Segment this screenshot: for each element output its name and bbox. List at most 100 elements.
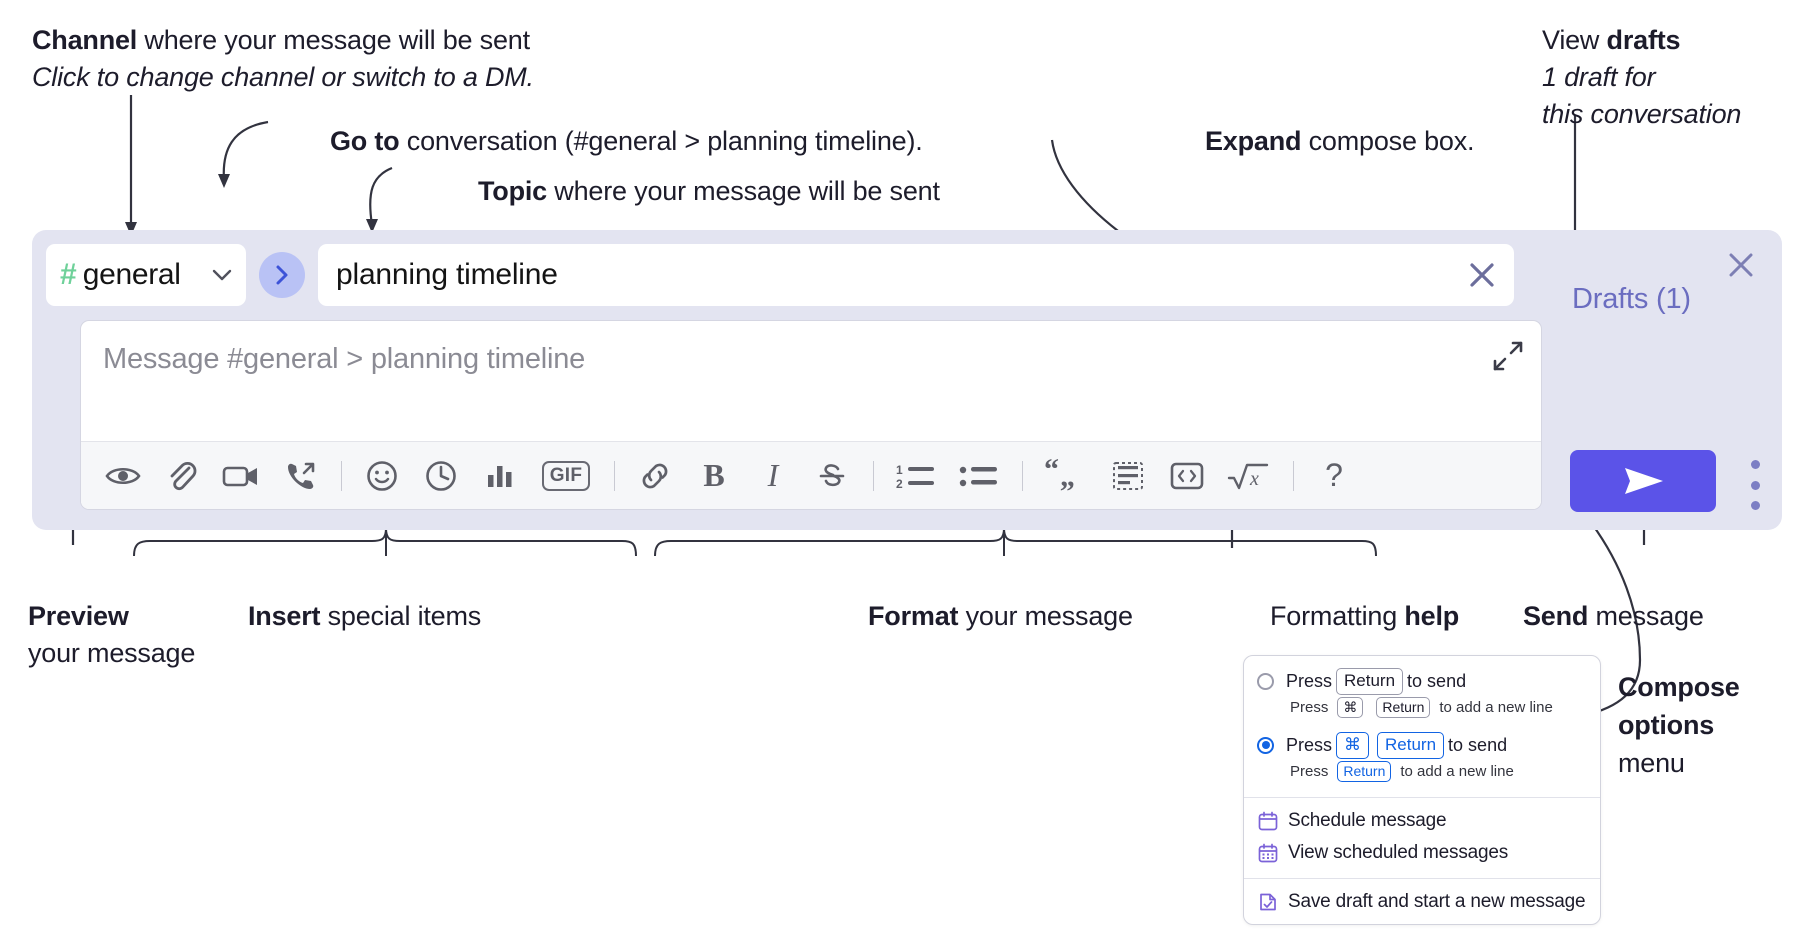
bar-chart-icon[interactable]: [476, 452, 524, 500]
close-icon[interactable]: [1466, 259, 1498, 291]
annotation-send-rest: message: [1588, 601, 1704, 631]
smiley-icon: [367, 460, 397, 491]
annotation-goto: Go to conversation (#general > planning …: [330, 123, 923, 160]
svg-text:2: 2: [896, 477, 903, 491]
menu-radio-cmd-subtext: Press Return to add a new line: [1244, 759, 1600, 788]
radio-cmd-prefix: Press: [1286, 734, 1333, 755]
kbd-return: Return: [1337, 760, 1392, 782]
kebab-dot: [1750, 480, 1760, 490]
compose-panel: # general planning timeline Message #gen…: [32, 230, 1782, 530]
annotation-format: Format your message: [868, 598, 1133, 635]
paperclip-icon: [170, 461, 197, 490]
expand-compose-button[interactable]: [1491, 339, 1525, 373]
emoji-icon[interactable]: [358, 452, 406, 500]
message-compose-box[interactable]: Message #general > planning timeline: [80, 320, 1542, 510]
topic-value: planning timeline: [336, 258, 558, 291]
annotation-topic: Topic where your message will be sent: [478, 173, 940, 210]
kbd-return: Return: [1336, 668, 1404, 695]
annotation-help-bold: help: [1404, 601, 1460, 631]
panel-close-button[interactable]: [1724, 248, 1758, 282]
bold-label: B: [703, 457, 725, 493]
menu-item-label: Save draft and start a new message: [1288, 890, 1586, 912]
chevron-down-icon: [212, 269, 232, 281]
menu-divider: [1244, 877, 1600, 879]
annotation-preview-bold: Preview: [28, 601, 129, 631]
kbd-return: Return: [1376, 696, 1431, 718]
paper-plane-icon: [1625, 468, 1663, 494]
annotation-drafts-plain: View: [1542, 25, 1607, 55]
menu-item-save-draft[interactable]: Save draft and start a new message: [1244, 886, 1600, 918]
annotation-insert-rest: special items: [320, 601, 482, 631]
toolbar-separator: [1293, 460, 1294, 491]
sub-cmd-prefix: Press: [1290, 762, 1329, 780]
svg-text:„: „: [1060, 460, 1075, 493]
channel-name-label: general: [82, 258, 181, 291]
formatting-toolbar: GIF B I: [81, 441, 1541, 509]
gif-label: GIF: [541, 460, 591, 491]
strikethrough-icon[interactable]: [808, 452, 856, 500]
annotation-channel-sub: Click to change channel or switch to a D…: [32, 62, 534, 92]
link-icon[interactable]: [631, 452, 679, 500]
message-input-placeholder: Message #general > planning timeline: [103, 343, 586, 375]
code-block-icon[interactable]: [1104, 452, 1152, 500]
annotation-insert-bold: Insert: [248, 601, 321, 631]
save-draft-icon: [1260, 893, 1276, 911]
chevron-right-icon: [276, 265, 288, 285]
annotation-drafts-sub2: this conversation: [1542, 99, 1742, 129]
gif-icon[interactable]: GIF: [535, 452, 597, 500]
kbd-command: ⌘: [1337, 696, 1364, 718]
bold-icon[interactable]: B: [690, 452, 738, 500]
menu-radio-enter-to-send[interactable]: Press Return to send: [1244, 666, 1600, 695]
svg-text:x: x: [1249, 468, 1259, 490]
help-icon[interactable]: ?: [1310, 452, 1358, 500]
menu-item-view-scheduled[interactable]: View scheduled messages: [1244, 837, 1600, 869]
annotation-topic-bold: Topic: [478, 176, 547, 206]
menu-item-schedule-message[interactable]: Schedule message: [1244, 805, 1600, 837]
annotation-compose-bold2: options: [1618, 710, 1715, 740]
annotation-goto-bold: Go to: [330, 126, 400, 156]
menu-item-label: Schedule message: [1288, 809, 1447, 831]
ordered-list-icon[interactable]: 1 2: [890, 452, 942, 500]
goto-conversation-button[interactable]: [259, 252, 305, 298]
inline-code-icon[interactable]: [1163, 452, 1211, 500]
blockquote-icon[interactable]: “ „: [1039, 452, 1093, 500]
annotation-compose-plain: menu: [1618, 748, 1685, 778]
bulleted-list-icon[interactable]: [953, 452, 1005, 500]
toolbar-separator: [341, 460, 342, 491]
annotation-channel-rest: where your message will be sent: [137, 25, 530, 55]
preview-icon[interactable]: [99, 452, 147, 500]
radio-cmd-suffix: to send: [1448, 734, 1508, 755]
italic-icon[interactable]: I: [749, 452, 797, 500]
radio-button-unselected[interactable]: [1257, 672, 1274, 690]
send-button[interactable]: [1570, 450, 1716, 512]
annotation-preview: Preview your message: [28, 598, 195, 672]
code-brackets-icon: [1170, 462, 1204, 489]
latex-icon[interactable]: x: [1222, 452, 1276, 500]
compose-top-row: # general planning timeline: [46, 244, 1514, 306]
clock-icon[interactable]: [417, 452, 465, 500]
annotation-insert: Insert special items: [248, 598, 481, 635]
annotation-format-rest: your message: [958, 601, 1133, 631]
menu-radio-cmd-enter-to-send[interactable]: Press ⌘ Return to send: [1244, 730, 1600, 759]
drafts-link[interactable]: Drafts (1): [1572, 283, 1691, 315]
compose-options-button[interactable]: [1740, 460, 1770, 510]
calendar-icon: [1258, 811, 1278, 831]
video-icon: [222, 466, 257, 486]
annotation-help-plain: Formatting: [1270, 601, 1405, 631]
toolbar-separator: [1022, 460, 1023, 491]
annotation-channel-bold: Channel: [32, 25, 138, 55]
phone-forward-icon[interactable]: [276, 452, 324, 500]
channel-selector[interactable]: # general: [46, 244, 246, 306]
quote-marks-icon: “ „: [1044, 453, 1075, 493]
attachment-icon[interactable]: [158, 452, 206, 500]
radio-button-selected[interactable]: [1257, 736, 1274, 754]
annotation-topic-rest: where your message will be sent: [547, 176, 940, 206]
annotation-preview-sub: your message: [28, 638, 196, 668]
menu-radio-enter-subtext: Press ⌘ Return to add a new line: [1244, 695, 1600, 724]
chain-link-icon: [642, 463, 668, 488]
video-camera-icon[interactable]: [217, 452, 265, 500]
annotation-channel: Channel where your message will be sent …: [32, 22, 534, 96]
call-icon: [288, 462, 315, 489]
annotation-expand-bold: Expand: [1205, 126, 1302, 156]
topic-input[interactable]: planning timeline: [318, 244, 1514, 306]
